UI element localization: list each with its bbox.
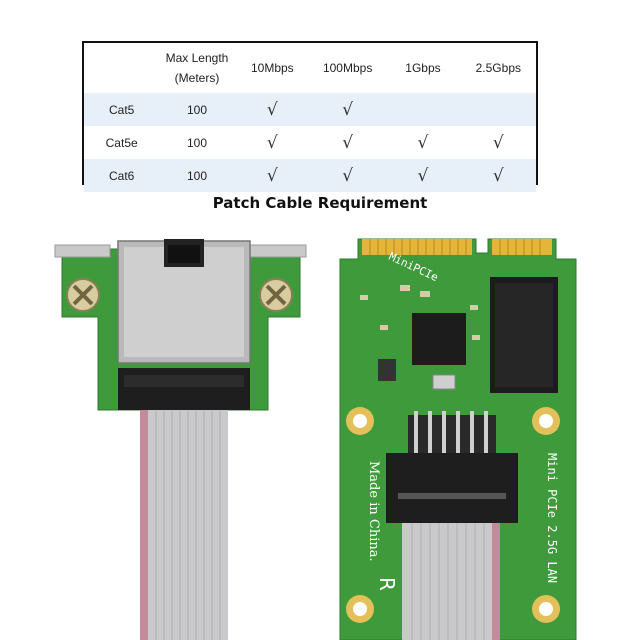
check-icon: √: [342, 132, 354, 153]
header-cable: [84, 43, 159, 93]
check-icon: √: [417, 132, 429, 153]
speed-support-cell: √: [385, 159, 461, 192]
header-100mbps: 100Mbps: [322, 61, 373, 75]
cable-type-cell: Cat5e: [84, 126, 160, 159]
speed-support-cell: √: [309, 126, 386, 159]
max-length-cell: 100: [159, 126, 235, 159]
header-10mbps: 10Mbps: [250, 61, 294, 75]
speed-support-cell: √: [309, 159, 386, 192]
speed-support-cell: √: [460, 126, 536, 159]
speed-support-cell: √: [234, 93, 310, 126]
header-max-length: Max Length (Meters): [165, 51, 229, 85]
mini-pcie-card: MiniPCIe Made in China. Mini PCIe 2.5G L…: [339, 238, 577, 640]
check-icon: √: [492, 165, 504, 186]
speed-support-cell: √: [309, 93, 386, 126]
speed-support-cell: √: [460, 159, 536, 192]
check-icon: √: [266, 165, 278, 186]
pcb-r-label: R: [375, 577, 399, 591]
speed-support-cell: √: [234, 126, 310, 159]
max-length-cell: 100: [159, 93, 235, 126]
check-icon: √: [492, 132, 504, 153]
pcb-product-label: Mini PCIe 2.5G LAN: [545, 453, 559, 583]
header-2.5gbps: 2.5Gbps: [475, 61, 521, 75]
patch-cable-table: Max Length (Meters) 10Mbps 100Mbps 1Gbps…: [82, 41, 538, 192]
cable-type-cell: Cat6: [84, 159, 160, 192]
check-icon: √: [342, 99, 354, 120]
max-length-cell: 100: [159, 159, 235, 192]
cable-type-cell: Cat5: [84, 93, 160, 126]
speed-support-cell: √: [234, 159, 310, 192]
check-icon: √: [266, 132, 278, 153]
table-header-row: Max Length (Meters) 10Mbps 100Mbps 1Gbps…: [84, 43, 536, 93]
product-photo: MiniPCIe Made in China. Mini PCIe 2.5G L…: [54, 238, 577, 640]
speed-support-cell: √: [385, 126, 461, 159]
speed-support-cell: [385, 93, 461, 126]
check-icon: √: [266, 99, 278, 120]
rj45-adapter-board: [54, 239, 307, 640]
check-icon: √: [417, 165, 429, 186]
pcb-made-in-label: Made in China.: [366, 461, 381, 562]
header-1gbps: 1Gbps: [405, 61, 441, 75]
speed-support-cell: [460, 93, 536, 126]
caption: Patch Cable Requirement: [212, 194, 428, 212]
check-icon: √: [342, 165, 354, 186]
